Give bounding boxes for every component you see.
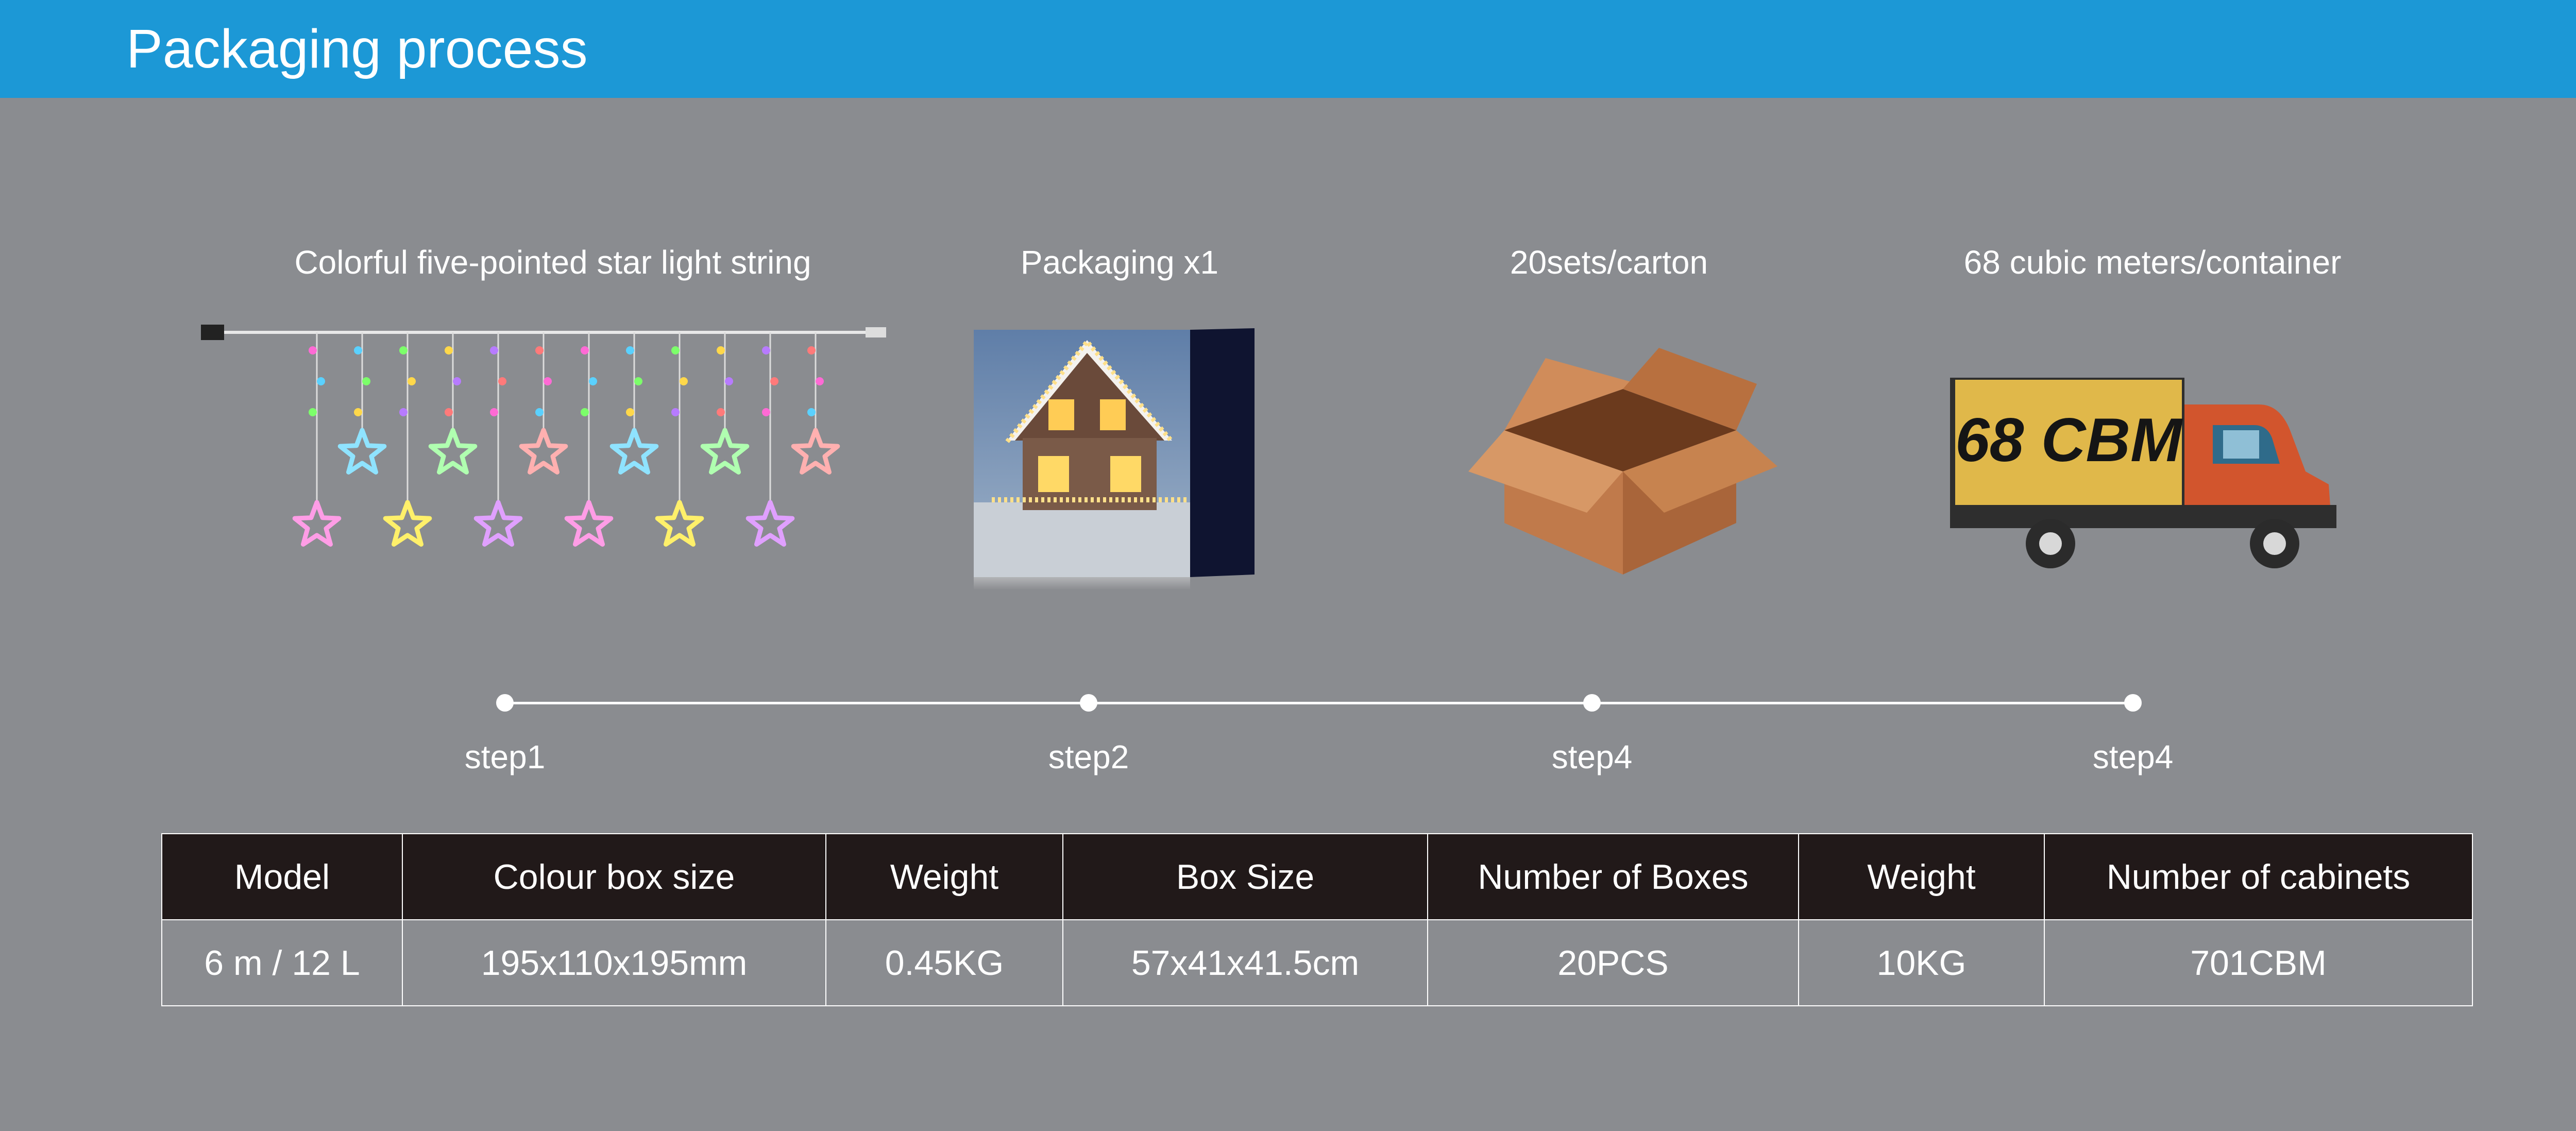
- step-label-2: step2: [1048, 738, 1129, 775]
- table-cell-box-size: 57x41x41.5cm: [1062, 919, 1428, 1006]
- specs-table: Model Colour box size Weight Box Size Nu…: [161, 833, 2473, 1006]
- delivery-truck-icon: 68 CBM: [1950, 378, 2336, 568]
- truck-cargo-text: 68 CBM: [1955, 406, 2183, 475]
- column-header-number-of-cabinets: Number of cabinets: [2044, 833, 2473, 920]
- table-cell-number-of-boxes: 20PCS: [1427, 919, 1799, 1006]
- colour-box-icon: [974, 328, 1255, 590]
- table-row: 6 m / 12 L 195x110x195mm 0.45KG 57x41x41…: [161, 919, 2473, 1006]
- stage-label-packaging: Packaging x1: [1020, 244, 1219, 281]
- header-bar: Packaging process: [0, 0, 2576, 98]
- table-cell-weight: 0.45KG: [825, 919, 1063, 1006]
- timeline-dot-step1: [496, 694, 514, 712]
- table-cell-carton-weight: 10KG: [1798, 919, 2045, 1006]
- step-label-4: step4: [2092, 738, 2174, 775]
- column-header-carton-weight: Weight: [1798, 833, 2045, 920]
- column-header-model: Model: [161, 833, 403, 920]
- table-cell-colour-box-size: 195x110x195mm: [402, 919, 826, 1006]
- stage-label-carton: 20sets/carton: [1510, 244, 1708, 281]
- table-cell-model: 6 m / 12 L: [161, 919, 403, 1006]
- timeline-dot-step3: [1583, 694, 1601, 712]
- star-light-string-icon: [201, 325, 886, 547]
- open-carton-icon: [1468, 348, 1777, 575]
- page-title: Packaging process: [126, 19, 588, 79]
- step-label-1: step1: [464, 738, 546, 775]
- table-header-row: Model Colour box size Weight Box Size Nu…: [161, 833, 2473, 920]
- column-header-box-size: Box Size: [1062, 833, 1428, 920]
- timeline-dot-step2: [1080, 694, 1097, 712]
- column-header-weight: Weight: [825, 833, 1063, 920]
- column-header-number-of-boxes: Number of Boxes: [1427, 833, 1799, 920]
- column-header-colour-box-size: Colour box size: [402, 833, 826, 920]
- timeline-dot-step4: [2124, 694, 2142, 712]
- stage-label-container: 68 cubic meters/container: [1963, 244, 2342, 281]
- step-label-3: step4: [1551, 738, 1633, 775]
- timeline-line: [505, 702, 2133, 704]
- stage-label-light-string: Colorful five-pointed star light string: [294, 244, 811, 281]
- table-cell-number-of-cabinets: 701CBM: [2044, 919, 2473, 1006]
